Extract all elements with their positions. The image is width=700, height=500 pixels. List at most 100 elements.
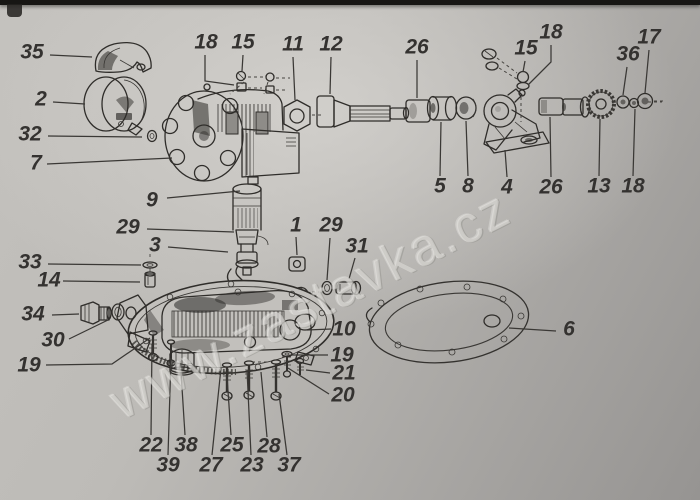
leader-line-28 bbox=[260, 371, 268, 438]
part-label-22: 22 bbox=[138, 434, 163, 457]
part-label-10: 10 bbox=[332, 318, 356, 341]
leader-line-18 bbox=[527, 45, 552, 86]
leader-line-39 bbox=[167, 357, 172, 456]
part-ring-small bbox=[146, 129, 158, 143]
leader-line-18 bbox=[632, 108, 636, 177]
leader-line-14 bbox=[62, 280, 141, 283]
part-label-20: 20 bbox=[330, 384, 355, 407]
leader-line-30 bbox=[68, 319, 109, 340]
part-label-2: 2 bbox=[34, 88, 47, 111]
part-label-14: 14 bbox=[37, 269, 61, 292]
part-label-17: 17 bbox=[637, 26, 662, 49]
part-label-9: 9 bbox=[146, 189, 158, 212]
leader-line-4 bbox=[504, 149, 508, 178]
part-label-12: 12 bbox=[319, 33, 343, 56]
part-cap bbox=[94, 41, 152, 73]
part-drive-shaft bbox=[316, 95, 410, 128]
part-nut-1 bbox=[288, 256, 306, 272]
part-label-15: 15 bbox=[231, 31, 255, 54]
part-pin-14 bbox=[144, 271, 156, 288]
leader-line-36 bbox=[622, 66, 628, 96]
part-shaft-vertical bbox=[232, 183, 269, 276]
leader-line-18 bbox=[204, 55, 235, 86]
part-label-8: 8 bbox=[462, 175, 474, 198]
part-label-18: 18 bbox=[539, 21, 563, 44]
leader-line-37 bbox=[278, 393, 288, 456]
leader-line-3 bbox=[167, 246, 229, 253]
leader-line-32 bbox=[47, 135, 143, 138]
part-label-33: 33 bbox=[18, 251, 42, 274]
leader-line-31 bbox=[348, 257, 356, 280]
part-label-18: 18 bbox=[194, 31, 218, 54]
part-label-7: 7 bbox=[30, 152, 43, 175]
part-label-1: 1 bbox=[290, 214, 302, 237]
leader-line-35 bbox=[49, 54, 93, 58]
part-label-5: 5 bbox=[434, 175, 446, 198]
part-screw-washer-set bbox=[481, 48, 530, 122]
part-bushing-dark-right bbox=[538, 97, 564, 116]
part-bracket bbox=[483, 88, 550, 154]
leader-line-23 bbox=[246, 369, 252, 456]
part-label-29: 29 bbox=[318, 214, 343, 237]
part-screws-bottom bbox=[221, 356, 292, 401]
part-gear bbox=[586, 89, 616, 119]
part-washers-right bbox=[616, 92, 664, 110]
part-label-3: 3 bbox=[149, 234, 161, 257]
leader-line-9 bbox=[166, 190, 241, 199]
leader-line-19 bbox=[45, 337, 151, 366]
part-gasket bbox=[365, 280, 530, 364]
part-label-29: 29 bbox=[115, 216, 140, 239]
part-baseplate bbox=[116, 279, 335, 376]
leader-line-33 bbox=[47, 263, 142, 266]
part-bushing-dark-left bbox=[405, 99, 431, 123]
leader-line-6 bbox=[508, 327, 557, 332]
leader-line-7 bbox=[46, 157, 173, 165]
part-label-19: 19 bbox=[17, 354, 41, 377]
leader-line-20 bbox=[287, 367, 330, 395]
part-label-34: 34 bbox=[21, 303, 45, 326]
part-label-13: 13 bbox=[587, 175, 611, 198]
part-label-26: 26 bbox=[404, 36, 429, 59]
part-label-25: 25 bbox=[219, 434, 244, 457]
part-label-21: 21 bbox=[331, 362, 355, 385]
part-rotor bbox=[83, 76, 147, 136]
part-small-screws-right bbox=[281, 350, 305, 378]
leader-line-2 bbox=[52, 101, 86, 105]
leader-line-34 bbox=[51, 313, 80, 316]
part-label-39: 39 bbox=[156, 454, 180, 477]
part-label-30: 30 bbox=[41, 329, 65, 352]
leader-line-26 bbox=[549, 116, 552, 178]
leader-line-17 bbox=[644, 49, 650, 94]
leader-line-15 bbox=[241, 54, 244, 72]
leader-line-15 bbox=[522, 60, 526, 73]
part-washer-33 bbox=[142, 254, 158, 272]
leader-line-12 bbox=[329, 56, 332, 95]
leader-line-38 bbox=[180, 371, 186, 436]
leader-line-8 bbox=[465, 120, 469, 177]
leader-line-29 bbox=[326, 237, 331, 281]
part-sleeve bbox=[562, 96, 591, 118]
part-label-37: 37 bbox=[277, 454, 302, 477]
part-label-18: 18 bbox=[621, 175, 645, 198]
part-label-27: 27 bbox=[198, 454, 224, 477]
leader-line-21 bbox=[305, 369, 331, 374]
part-label-4: 4 bbox=[500, 176, 513, 199]
page-edge-notch bbox=[7, 4, 22, 17]
leader-line-10 bbox=[306, 328, 332, 331]
part-nut-large bbox=[283, 99, 322, 132]
part-label-35: 35 bbox=[20, 41, 44, 64]
leader-line-5 bbox=[439, 121, 442, 177]
part-label-38: 38 bbox=[174, 434, 198, 457]
part-nut-8 bbox=[455, 96, 477, 120]
part-label-32: 32 bbox=[18, 123, 42, 146]
leader-line-27 bbox=[211, 367, 222, 456]
leader-line-13 bbox=[598, 118, 601, 177]
part-label-26: 26 bbox=[538, 176, 563, 199]
part-label-19: 19 bbox=[330, 344, 354, 367]
part-label-15: 15 bbox=[514, 37, 538, 60]
leader-line-29 bbox=[146, 228, 235, 233]
part-label-28: 28 bbox=[256, 435, 281, 458]
